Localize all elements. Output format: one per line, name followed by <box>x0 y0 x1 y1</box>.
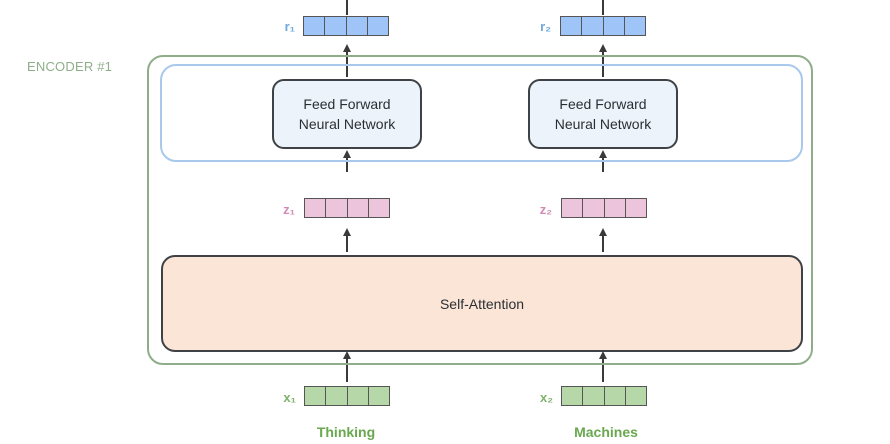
x2-vector <box>561 386 647 406</box>
r2-label: r₂ <box>540 19 551 34</box>
word-thinking: Thinking <box>316 424 376 440</box>
ffn-box-1-line2: Neural Network <box>298 116 396 132</box>
self-attention-box: Self-Attention <box>161 255 803 352</box>
encoder-box <box>147 55 813 365</box>
z2-vector <box>561 198 647 218</box>
ffn-box-2: Feed Forward Neural Network <box>528 79 678 149</box>
ffn-box-2-line1: Feed Forward <box>559 96 647 112</box>
x2-label: x₂ <box>539 390 553 405</box>
r2-vector <box>560 16 646 36</box>
x1-vector <box>304 386 390 406</box>
x1-label: x₁ <box>283 390 296 405</box>
ffn-box-1-line1: Feed Forward <box>303 96 391 112</box>
self-attention-label: Self-Attention <box>439 295 525 312</box>
ffn-band <box>160 64 803 162</box>
z2-label: z₂ <box>539 202 552 217</box>
encoder-label: ENCODER #1 <box>27 59 113 74</box>
ffn-box-1: Feed Forward Neural Network <box>272 79 422 149</box>
word-machines: Machines <box>574 424 638 440</box>
r1-label: r₁ <box>284 19 295 34</box>
z1-vector <box>304 198 390 218</box>
z1-label: z₁ <box>283 202 295 217</box>
ffn-box-2-line2: Neural Network <box>554 116 652 132</box>
r1-vector <box>303 16 389 36</box>
